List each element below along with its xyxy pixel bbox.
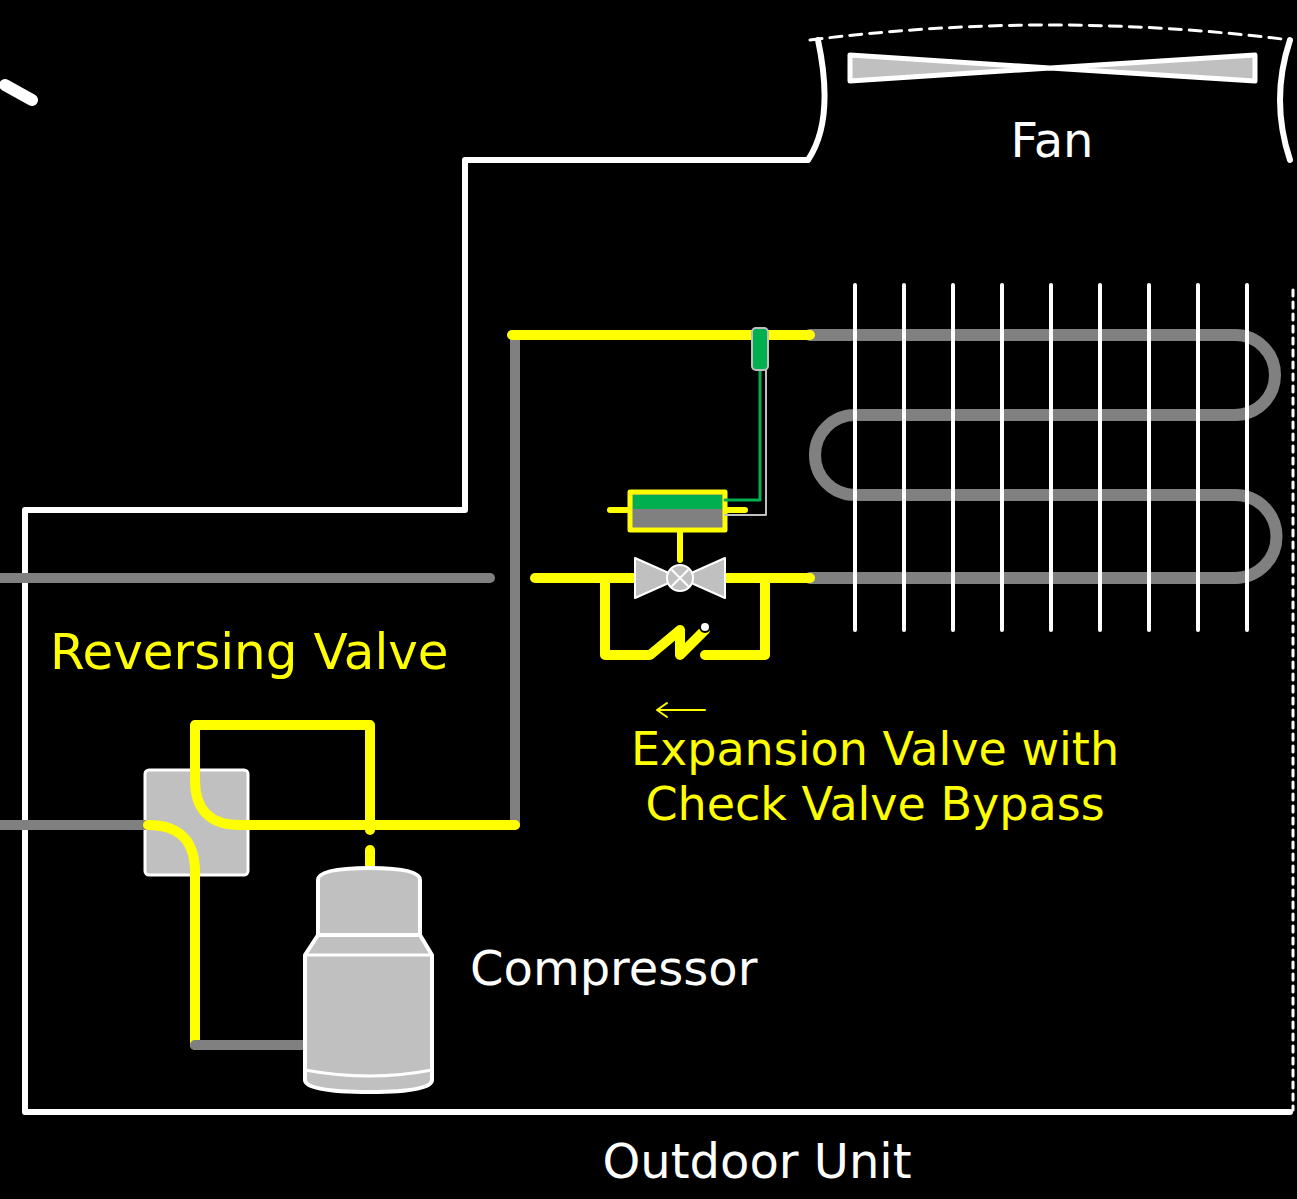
check-valve-ball bbox=[700, 622, 710, 632]
coil-tube bbox=[810, 335, 1277, 578]
power-head-diaphragm bbox=[633, 495, 722, 509]
coil-fin bbox=[1098, 285, 1102, 630]
valve-stem bbox=[677, 530, 683, 560]
capillary-sheath bbox=[725, 350, 766, 515]
expansion-valve-label: Expansion Valve with Check Valve Bypass bbox=[575, 722, 1175, 832]
outdoor-unit-label: Outdoor Unit bbox=[603, 1133, 912, 1191]
coil-fin bbox=[1049, 285, 1053, 630]
indoor-vapor-line bbox=[0, 820, 145, 830]
fan-shroud bbox=[1280, 40, 1290, 160]
compressor-base bbox=[305, 1070, 432, 1076]
indoor-stub bbox=[5, 85, 32, 100]
coil-fin bbox=[1196, 285, 1200, 630]
coil-fin bbox=[853, 285, 857, 630]
capillary-tube bbox=[725, 360, 760, 500]
reversing-valve-label: Reversing Valve bbox=[50, 622, 449, 682]
fan-blade bbox=[850, 55, 1255, 81]
sensing-bulb bbox=[752, 328, 768, 370]
coil-fin bbox=[1147, 285, 1151, 630]
suction-line bbox=[195, 1040, 305, 1050]
housing-edge bbox=[1292, 290, 1295, 1110]
suction-path bbox=[148, 825, 195, 1045]
coil-fin bbox=[1000, 285, 1004, 630]
flow-arrow bbox=[657, 703, 705, 717]
vapor-line bbox=[510, 335, 520, 825]
fan-label: Fan bbox=[1010, 112, 1093, 170]
power-head bbox=[630, 492, 725, 530]
discharge-path bbox=[195, 725, 515, 830]
coil-fins bbox=[855, 285, 1247, 630]
compressor-label: Compressor bbox=[470, 940, 757, 998]
coil-fin bbox=[951, 285, 955, 630]
coil-fin bbox=[902, 285, 906, 630]
liquid-line bbox=[0, 573, 490, 583]
compressor-cap bbox=[318, 868, 420, 935]
fan-sweep bbox=[810, 25, 1290, 40]
coil-fin bbox=[1245, 285, 1249, 630]
compressor-body bbox=[305, 935, 432, 1092]
valve-cross bbox=[672, 570, 688, 586]
compressor-seam bbox=[305, 954, 432, 957]
valve-disc bbox=[667, 565, 693, 591]
